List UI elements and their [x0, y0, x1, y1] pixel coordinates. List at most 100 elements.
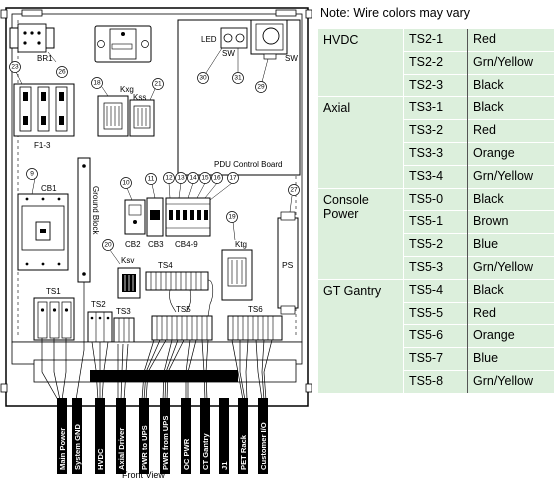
svg-text:9: 9: [30, 171, 34, 178]
table-row: Axial TS3-1 Black: [318, 96, 554, 189]
callout-9: 9: [26, 168, 38, 180]
svg-text:14: 14: [189, 175, 197, 182]
ktg-label: Ktg: [235, 240, 247, 249]
svg-text:11: 11: [148, 176, 155, 183]
color-cell: Grn/Yellow: [467, 164, 554, 189]
color-cell: Red: [467, 301, 554, 325]
breakers-cb4-9: [165, 197, 211, 237]
svg-text:18: 18: [93, 80, 101, 87]
color-cell: Black: [467, 278, 554, 303]
callout-23: 23: [9, 61, 21, 73]
cable-customer-io: Customer I/O: [258, 398, 268, 474]
svg-text:23: 23: [11, 64, 19, 71]
svg-text:13: 13: [177, 175, 185, 182]
color-cell: Brown: [467, 210, 554, 234]
table-row: TS3-3 Orange: [318, 141, 554, 166]
cabinet-diagram: PDU Control Board LED SW SW 30 31 29 BR1…: [0, 7, 312, 480]
table-row: TS5-8 Grn/Yellow: [318, 369, 554, 393]
cable-pet-rack: PET Rack: [238, 398, 248, 474]
svg-text:30: 30: [199, 75, 207, 82]
color-cell: Orange: [467, 324, 554, 348]
ts6-label: TS6: [248, 305, 263, 314]
pdu-control-board-label: PDU Control Board: [214, 160, 282, 169]
ground-block-label: Ground Block: [91, 186, 100, 235]
color-cell: Black: [467, 187, 554, 211]
color-cell: Red: [467, 119, 554, 143]
color-cell: Blue: [467, 233, 554, 257]
cable-system-gnd: System GND: [72, 398, 82, 474]
callout-20: 20: [102, 239, 114, 251]
cable-pwr-from-ups: PWR from UPS: [160, 398, 170, 474]
br1-label: BR1: [37, 54, 53, 63]
table-row: GT Gantry TS5-4 Black: [318, 278, 554, 393]
callout-30: 30: [197, 72, 209, 84]
kss-label: Kss: [133, 93, 146, 102]
ts4-label: TS4: [158, 261, 173, 270]
callout-18: 18: [91, 77, 103, 89]
callout-12: 12: [163, 172, 175, 184]
table-row: TS5-5 Red: [318, 301, 554, 325]
callout-10: 10: [120, 177, 132, 189]
group-label: Axial: [318, 96, 404, 189]
cable-axial-driver: Axial Driver: [116, 398, 126, 474]
color-cell: Grn/Yellow: [467, 50, 554, 75]
table-row: TS5-2 Blue: [318, 233, 554, 257]
color-cell: Orange: [467, 141, 554, 166]
ground-block: [77, 157, 91, 283]
terminal-cell: TS5-2: [403, 233, 468, 257]
ps-label: PS: [282, 260, 294, 270]
group-label: HVDC: [323, 33, 359, 47]
f1-3-label: F1-3: [34, 141, 51, 150]
terminal-cell: TS5-6: [403, 324, 468, 348]
table-row: HVDC TS2-1 Red: [318, 29, 554, 52]
callout-14: 14: [187, 172, 199, 184]
sw-main-label: SW: [285, 54, 298, 63]
color-cell: Blue: [467, 347, 554, 371]
callout-16: 16: [211, 172, 223, 184]
svg-text:System GND: System GND: [73, 423, 82, 470]
svg-text:15: 15: [201, 175, 209, 182]
callout-31: 31: [232, 72, 244, 84]
svg-text:Axial Driver: Axial Driver: [117, 428, 126, 470]
svg-text:CT Gantry: CT Gantry: [201, 433, 210, 470]
svg-text:17: 17: [229, 175, 237, 182]
kxg-label: Kxg: [120, 85, 134, 94]
terminal-cell: TS5-0: [403, 187, 468, 211]
led-switch: [220, 27, 248, 49]
terminal-cell: TS3-1: [403, 96, 468, 120]
cb2-label: CB2: [125, 240, 141, 249]
svg-text:31: 31: [234, 75, 242, 82]
terminal-cell: TS5-3: [403, 255, 468, 280]
group-label: Console Power: [318, 187, 404, 280]
terminal-cell: TS3-2: [403, 119, 468, 143]
svg-text:19: 19: [228, 214, 236, 221]
callout-11: 11: [145, 173, 157, 185]
terminal-cell: TS3-3: [403, 141, 468, 166]
svg-text:Customer I/O: Customer I/O: [259, 422, 268, 470]
terminal-ts4: [145, 271, 209, 291]
group-label: GT Gantry: [318, 278, 404, 393]
svg-text:21: 21: [154, 81, 162, 88]
cable-oc-pwr: OC PWR: [181, 398, 191, 474]
cable-pwr-to-ups: PWR to UPS: [139, 398, 149, 474]
callout-19: 19: [226, 211, 238, 223]
table-row: Console Power TS5-0 Black: [318, 187, 554, 280]
cb4-9-label: CB4-9: [175, 240, 198, 249]
table-row: TS2-3 Black: [318, 73, 554, 97]
terminal-cell: TS3-4: [403, 164, 468, 189]
svg-text:12: 12: [165, 175, 173, 182]
front-view-caption: Front View: [122, 470, 165, 480]
svg-text:26: 26: [58, 69, 66, 76]
svg-text:J1: J1: [220, 461, 229, 470]
cable-j1: J1: [219, 398, 229, 474]
ts1-label: TS1: [46, 287, 61, 296]
terminal-cell: TS2-2: [403, 50, 468, 75]
terminal-cell: TS5-5: [403, 301, 468, 325]
table-row: TS2-2 Grn/Yellow: [318, 50, 554, 75]
table-row: TS5-6 Orange: [318, 324, 554, 348]
wire-color-table: HVDC TS2-1 Red TS2-2 Grn/Yellow TS2-3 Bl…: [318, 29, 554, 393]
terminal-cell: TS2-3: [403, 73, 468, 97]
table-row: TS3-2 Red: [318, 119, 554, 143]
svg-text:Main Power: Main Power: [58, 428, 67, 470]
wiring: [41, 282, 273, 401]
